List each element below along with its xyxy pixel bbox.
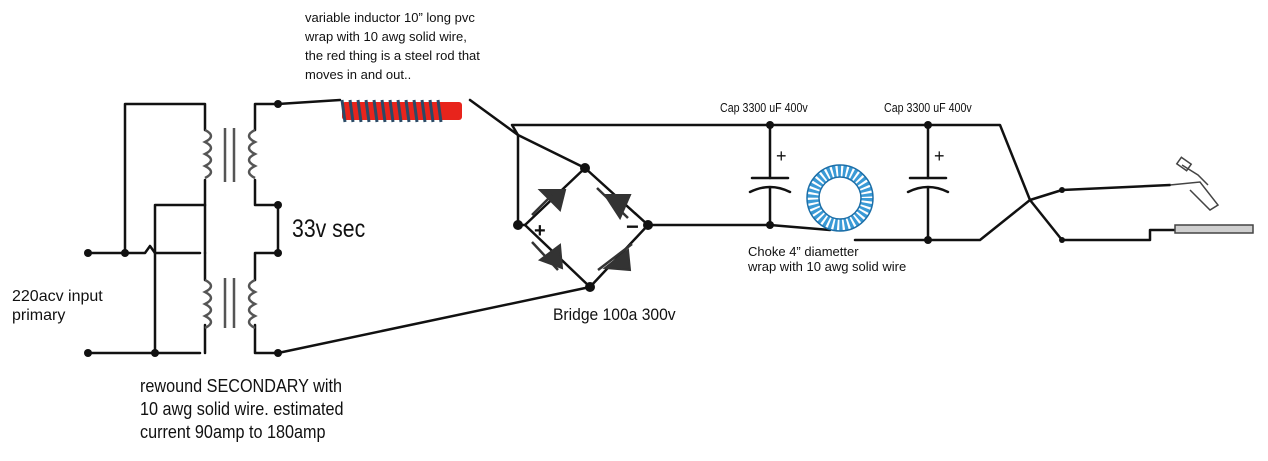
- node-dot: [274, 349, 282, 357]
- inductor-wrap: [340, 99, 443, 123]
- node-dot: [84, 249, 92, 257]
- node-dot: [585, 282, 595, 292]
- inductor-out-wire: [468, 98, 1032, 202]
- node-dot: [513, 220, 523, 230]
- node-dot: [274, 100, 282, 108]
- choke-label: Choke 4” diametter wrap with 10 awg soli…: [748, 244, 907, 274]
- cap1-label: Cap 3300 uF 400v: [720, 100, 808, 115]
- bridge-minus: −: [626, 214, 639, 239]
- diode-1: [537, 189, 567, 212]
- secondary-note: rewound SECONDARY with 10 awg solid wire…: [140, 376, 344, 442]
- bridge-plus: +: [534, 220, 546, 242]
- welding-torch-icon: [1169, 156, 1220, 211]
- node-dot: [274, 201, 282, 209]
- node-dot: [84, 349, 92, 357]
- output-wire-bottom: [1028, 198, 1177, 242]
- node-dot: [1059, 237, 1065, 243]
- secondary-coil-bottom: [247, 278, 258, 330]
- node-dot: [580, 163, 590, 173]
- node-dot: [151, 349, 159, 357]
- bridge-label: Bridge 100a 300v: [553, 305, 676, 324]
- output-wire-top: [1028, 183, 1172, 202]
- primary-coil-top: [202, 128, 213, 180]
- secondary-wire-bottom: [253, 285, 592, 355]
- cap2-label: Cap 3300 uF 400v: [884, 100, 972, 115]
- node-dot: [766, 121, 774, 129]
- node-dot: [766, 221, 774, 229]
- secondary-wire-top: [253, 98, 342, 132]
- secondary-voltage-label: 33v sec: [292, 215, 366, 243]
- diode-4: [602, 248, 632, 272]
- node-dot: [643, 220, 653, 230]
- workpiece-icon: [1174, 224, 1254, 234]
- node-dot: [924, 121, 932, 129]
- neg-rail-2: [853, 198, 1032, 242]
- inductor-note: variable inductor 10” long pvc wrap with…: [305, 10, 480, 82]
- primary-wire-3: [153, 203, 207, 255]
- node-dot: [121, 249, 129, 257]
- input-label: 220acv input primary: [12, 288, 103, 324]
- bridge-top-wire: [516, 133, 587, 170]
- secondary-coil-top: [247, 128, 258, 180]
- choke-ring: [807, 165, 873, 231]
- node-dot: [274, 249, 282, 257]
- cap1-plus: +: [776, 146, 787, 166]
- primary-coil-bottom: [202, 278, 213, 330]
- primary-wire-1: [123, 102, 207, 255]
- secondary-wire-mid: [253, 178, 280, 282]
- input-wire-top: [86, 244, 202, 255]
- bridge-left-wire: [516, 133, 527, 227]
- node-dot: [924, 236, 932, 244]
- cap2-plus: +: [934, 146, 945, 166]
- neg-rail: [646, 223, 832, 232]
- node-dot: [1059, 187, 1065, 193]
